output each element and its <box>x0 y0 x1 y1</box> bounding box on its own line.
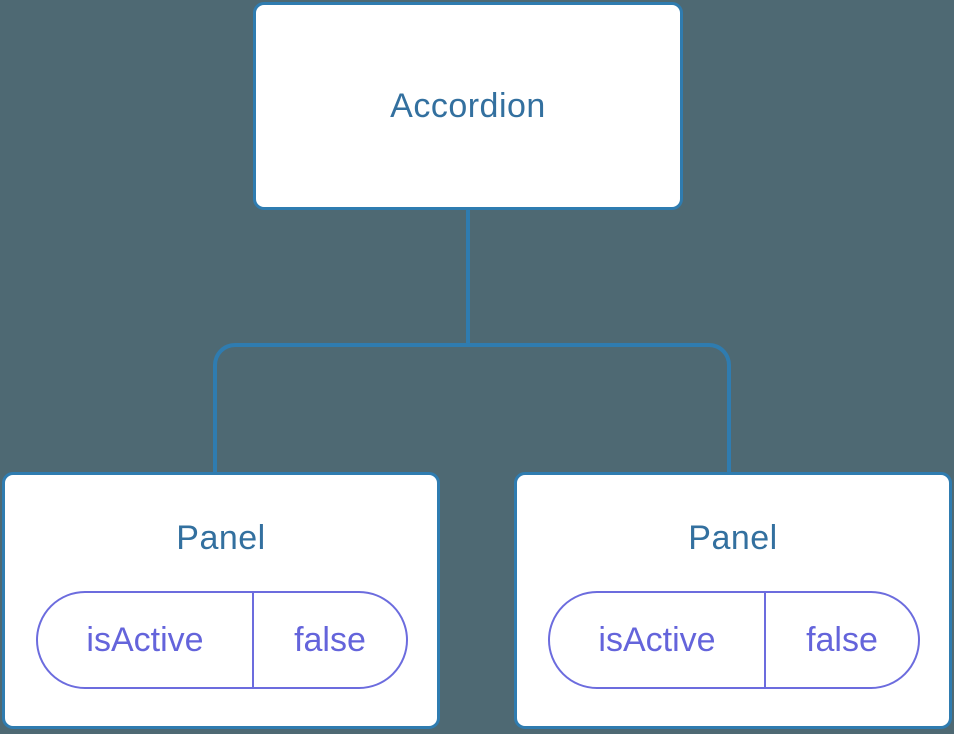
state-value-label: false <box>294 620 366 659</box>
state-pill: isActive false <box>36 591 408 689</box>
connector-bracket <box>213 343 731 472</box>
connector-stem <box>466 209 470 345</box>
tree-node-panel-2: Panel isActive false <box>514 472 952 729</box>
state-key-label: isActive <box>38 593 254 687</box>
state-pill: isActive false <box>548 591 920 689</box>
tree-node-accordion: Accordion <box>253 2 683 210</box>
panel-node-label: Panel <box>688 519 778 557</box>
panel-node-label: Panel <box>176 519 266 557</box>
accordion-node-label: Accordion <box>390 86 546 125</box>
state-value-label: false <box>806 620 878 659</box>
tree-node-panel-1: Panel isActive false <box>2 472 440 729</box>
state-key-label: isActive <box>550 593 766 687</box>
